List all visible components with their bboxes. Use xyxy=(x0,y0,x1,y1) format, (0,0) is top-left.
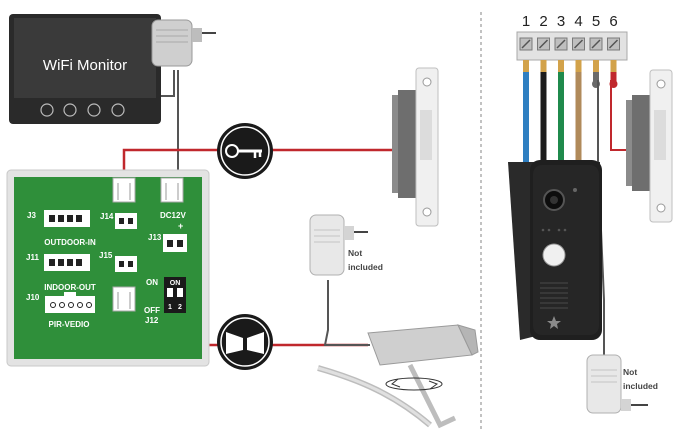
dip-on-label: ON xyxy=(146,278,158,287)
door-station-wires xyxy=(523,60,618,162)
wire-3 xyxy=(558,72,564,162)
terminal-number-2: 2 xyxy=(539,13,547,30)
gate-power-adapter xyxy=(309,214,368,276)
rotation-arrow-icon xyxy=(391,378,401,388)
key-icon xyxy=(217,123,273,179)
adapter-note-line1: Not xyxy=(348,248,362,258)
wire-tip-3 xyxy=(558,60,564,72)
dc12v-plus: + xyxy=(178,221,183,231)
dip-off-label: OFF xyxy=(144,306,160,315)
j13-connector xyxy=(163,234,187,252)
j10-label: J10 xyxy=(26,293,40,302)
wire-tip-2 xyxy=(540,60,547,72)
j14-label: J14 xyxy=(100,212,114,221)
terminal-screw-slot-5 xyxy=(591,39,601,49)
adapter-note-line2: included xyxy=(348,262,383,272)
terminal-number-4: 4 xyxy=(574,13,582,30)
outdoor-in-label: OUTDOOR-IN xyxy=(44,238,96,247)
dip-top-label: ON xyxy=(170,280,181,287)
door-station-power-adapter xyxy=(586,354,648,414)
j14-connector xyxy=(115,213,137,229)
electric-strike-lock-right xyxy=(626,69,673,223)
electric-strike-lock xyxy=(392,67,439,227)
indoor-out-label: INDOOR-OUT xyxy=(44,283,96,292)
terminal-screw-slot-3 xyxy=(556,39,566,49)
monitor-buttons xyxy=(40,103,125,117)
call-button xyxy=(542,243,566,267)
j12-plug xyxy=(112,286,136,312)
j14-plug xyxy=(112,177,136,203)
terminal-screw-slot-4 xyxy=(573,39,584,49)
terminal-number-1: 1 xyxy=(522,13,530,30)
dip-pos-2: 2 xyxy=(178,304,182,311)
gate-icon xyxy=(217,314,273,370)
j12-label: J12 xyxy=(145,316,159,325)
wire-tip-1 xyxy=(523,60,529,72)
j3-connector xyxy=(44,210,90,227)
wire-5 xyxy=(593,72,599,82)
right-adapter-note-line1: Not xyxy=(623,367,637,377)
j15-label: J15 xyxy=(99,251,113,260)
gate-power-cable xyxy=(323,280,370,346)
terminal-screw-slot-1 xyxy=(521,39,531,49)
dc12v-plug xyxy=(160,177,184,203)
terminal-screw-slot-2 xyxy=(538,39,549,49)
j15-connector xyxy=(115,256,137,272)
j10-connector xyxy=(45,292,95,313)
brand-star-icon xyxy=(547,316,561,329)
terminal-block xyxy=(516,31,628,61)
wire-6 xyxy=(610,72,617,82)
door-station xyxy=(508,160,602,340)
wire-tip-5 xyxy=(593,60,599,72)
j11-label: J11 xyxy=(26,253,39,262)
j3-label: J3 xyxy=(27,211,36,220)
right-adapter-note-line2: included xyxy=(623,381,658,391)
monitor-label: WiFi Monitor xyxy=(43,57,127,74)
monitor-power-adapter xyxy=(151,19,216,67)
control-board: J3 OUTDOOR-IN J11 INDOOR-OUT J10 xyxy=(6,169,210,367)
terminal-number-6: 6 xyxy=(609,13,617,30)
wire-4 xyxy=(575,72,582,162)
dip-pos-1: 1 xyxy=(168,304,172,311)
wire-tip-4 xyxy=(575,60,582,72)
wire-tip-6 xyxy=(610,60,617,72)
pir-vedio-label: PIR-VEDIO xyxy=(49,320,90,329)
wifi-monitor: WiFi Monitor xyxy=(9,14,161,124)
wire-2 xyxy=(540,72,547,162)
wire-1 xyxy=(523,72,529,162)
dc12v-label: DC12V xyxy=(160,211,186,220)
j11-connector xyxy=(44,254,90,271)
j13-label: J13 xyxy=(148,233,162,242)
terminal-number-3: 3 xyxy=(557,13,565,30)
gate-opener xyxy=(317,324,479,429)
terminal-screw-slot-6 xyxy=(608,39,619,49)
terminal-number-5: 5 xyxy=(592,13,600,30)
dip-switch: ON 1 2 xyxy=(164,277,186,313)
